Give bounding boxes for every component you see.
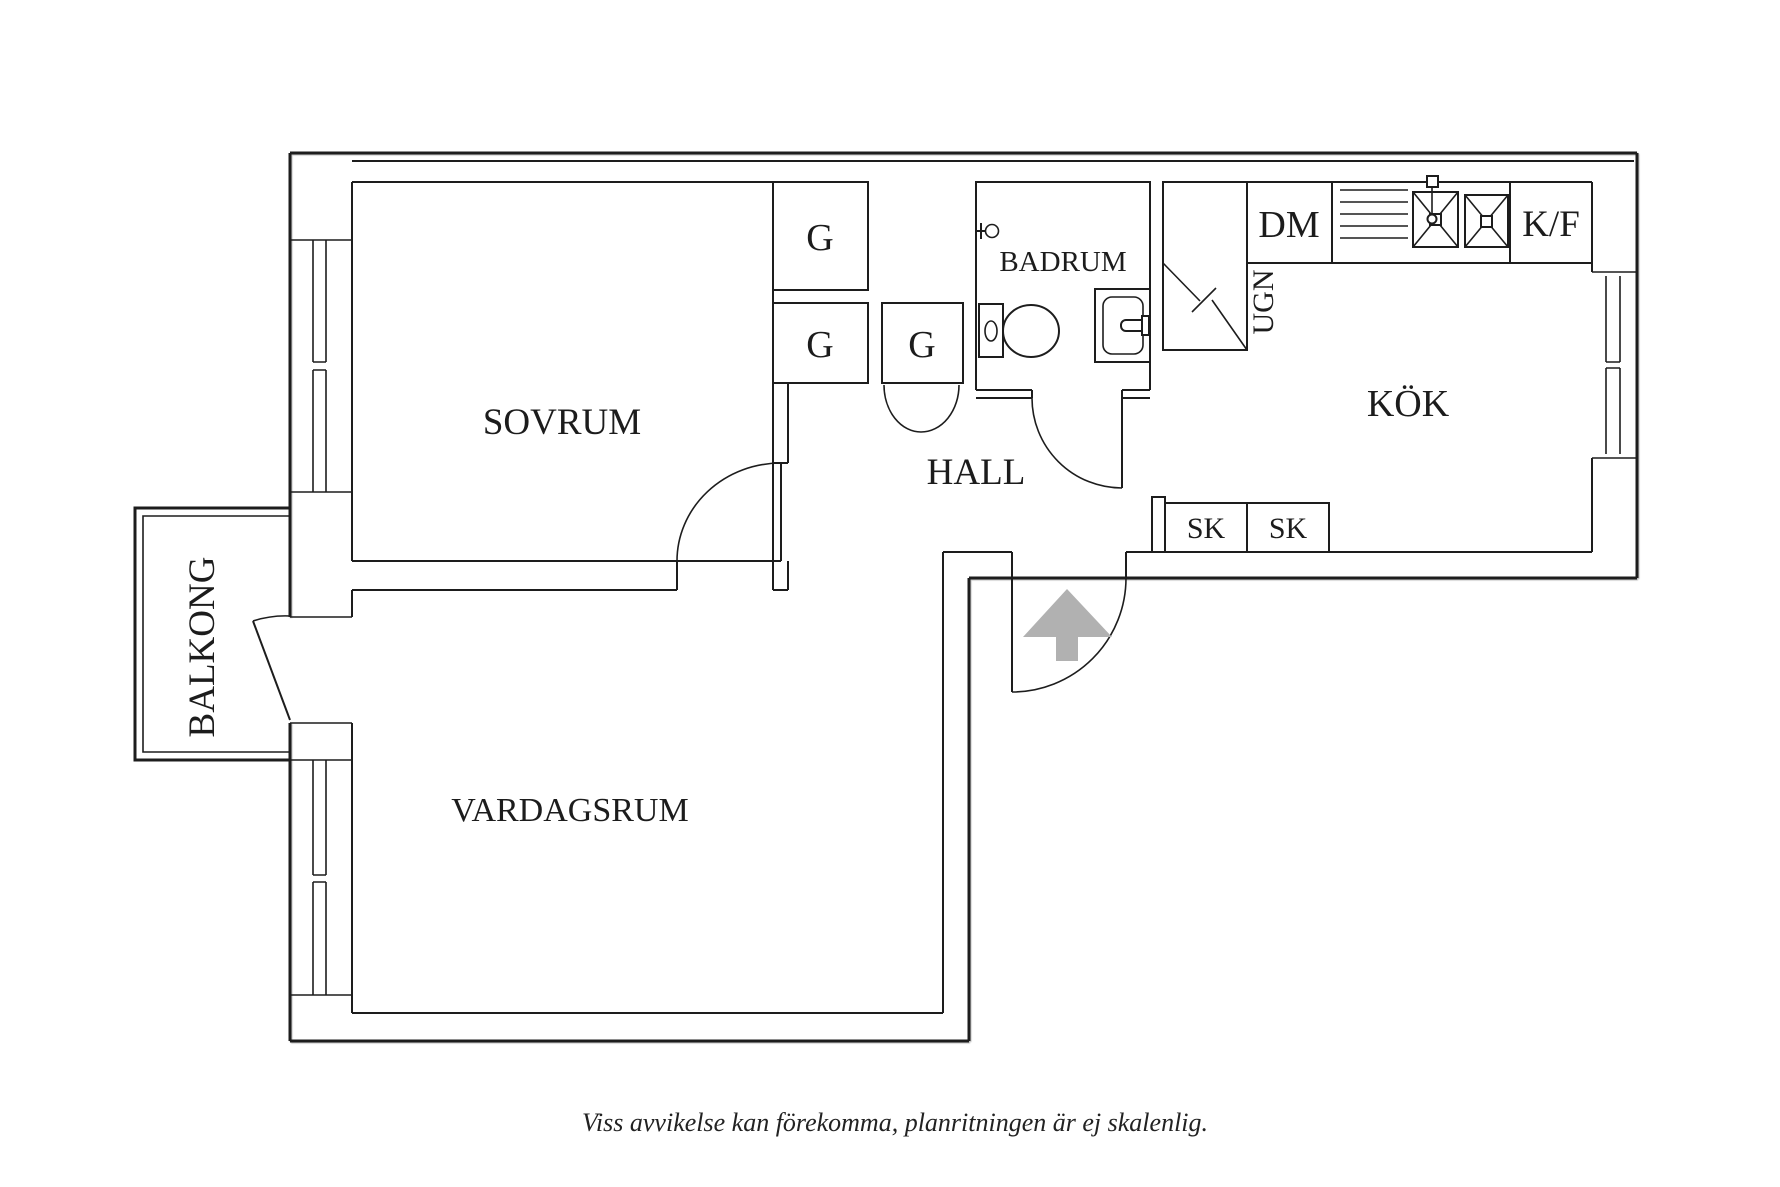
- wardrobe-door-swing-right: [920, 384, 960, 433]
- balcony-door-swing: [252, 615, 291, 622]
- closet-sk-2-label: SK: [1269, 512, 1308, 545]
- wardrobe-top: [772, 181, 869, 291]
- entrance-arrow-icon: [1023, 589, 1112, 661]
- balcony-door-leaf: [252, 620, 291, 721]
- balcony-door-jambs: [290, 616, 352, 724]
- oven-label: UGN: [1247, 270, 1280, 335]
- bathroom-label: BADRUM: [999, 246, 1126, 278]
- kitchen-window: [1592, 271, 1637, 459]
- entry: [942, 496, 1592, 1013]
- dishwasher-label: DM: [1258, 204, 1319, 246]
- shower-faucet-icon: [976, 223, 1000, 239]
- closet-sk-1: [1164, 502, 1248, 553]
- living-room-window: [290, 759, 352, 996]
- bedroom: [351, 181, 789, 591]
- toilet-icon: [978, 303, 1060, 358]
- oven-tall-cabinet: [1162, 181, 1248, 351]
- bedroom-window: [290, 239, 352, 493]
- front-door-swing: [1011, 577, 1127, 693]
- wardrobe-door-swing-left: [883, 384, 922, 433]
- washbasin-icon: [1094, 288, 1151, 363]
- closet-wall-stub: [1151, 496, 1166, 553]
- kitchen-sink-icon: [1340, 175, 1509, 248]
- closet-sk-1-label: SK: [1187, 512, 1226, 545]
- hall-label: HALL: [927, 452, 1026, 493]
- wardrobe-top-label: G: [806, 217, 833, 259]
- closet-sk-2: [1246, 502, 1330, 553]
- bathroom: [975, 181, 1151, 489]
- living-room-label: VARDAGSRUM: [451, 792, 688, 829]
- kitchen-label: KÖK: [1367, 383, 1450, 425]
- wardrobe-bottom: [772, 302, 869, 384]
- wardrobes: [772, 181, 964, 433]
- fridge-freezer-label: K/F: [1522, 204, 1580, 245]
- disclaimer-caption: Viss avvikelse kan förekomma, planritnin…: [582, 1108, 1208, 1137]
- wardrobe-bottom-label: G: [806, 324, 833, 366]
- bathroom-door-swing: [1031, 397, 1123, 489]
- balcony: [133, 506, 352, 762]
- living-room: [351, 590, 943, 1014]
- bedroom-label: SOVRUM: [483, 402, 641, 443]
- exterior-walls: [288, 151, 1639, 1043]
- wardrobe-middle-label: G: [908, 324, 935, 366]
- kitchen: [1162, 175, 1593, 552]
- bedroom-door-swing: [676, 462, 782, 562]
- wardrobe-middle: [881, 302, 964, 384]
- balcony-label: BALKONG: [182, 557, 223, 738]
